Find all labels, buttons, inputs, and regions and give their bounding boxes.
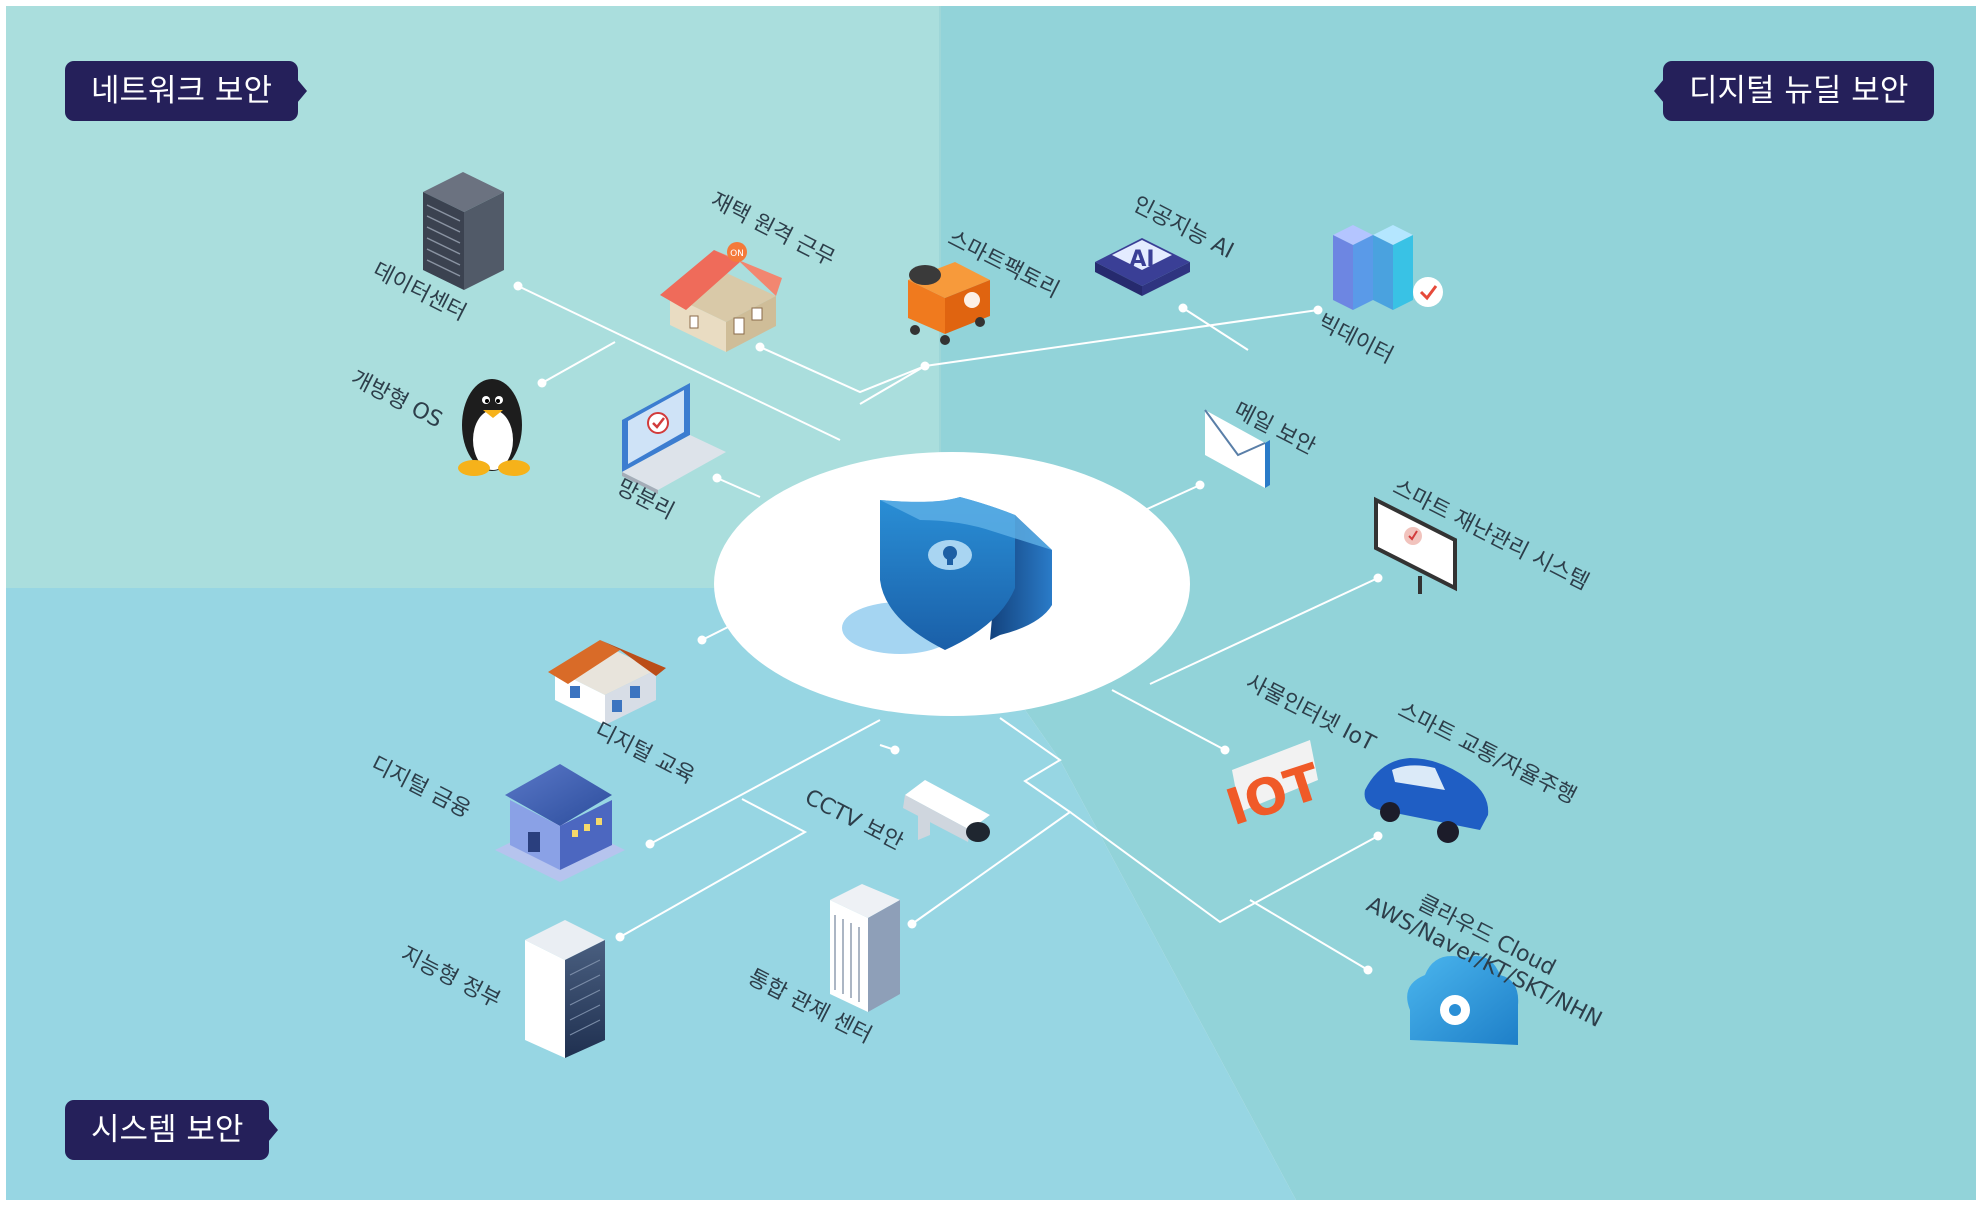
on-badge-label: ON (730, 249, 744, 259)
system-zone (6, 588, 1296, 1200)
cctv-camera-icon (903, 780, 990, 842)
system-security-badge: 시스템 보안 (65, 1100, 279, 1160)
big-data-icon (1333, 225, 1443, 310)
datacenter-icon (423, 172, 504, 290)
cloud-gear-icon (1407, 956, 1519, 1045)
control-center-tower-icon (830, 884, 900, 1012)
connector-dots (513, 281, 1383, 975)
smart-factory-robot-icon (908, 262, 990, 345)
iot-icon: IOT (1219, 740, 1328, 837)
digital-finance-bank-icon (495, 764, 625, 882)
digital-education-house-icon (548, 640, 666, 725)
smart-car-icon (1364, 758, 1489, 843)
iot-letters-label: IOT (1219, 752, 1327, 837)
shield-icon (880, 497, 1052, 650)
network-security-badge: 네트워크 보안 (65, 61, 307, 121)
ai-chip-label: AI (1129, 247, 1154, 272)
network-zone (6, 6, 940, 588)
digital-new-deal-security-badge: 디지털 뉴딜 보안 (1653, 61, 1935, 121)
connector-lines (517, 285, 1379, 971)
smart-disaster-board-icon (1374, 496, 1457, 594)
intelligent-government-building-icon (525, 920, 605, 1058)
mail-envelope-icon (1204, 409, 1270, 488)
ai-chip-icon: AI (1095, 238, 1190, 296)
digital-new-deal-zone (940, 6, 1976, 1200)
laptop-network-separation-icon (622, 383, 726, 494)
penguin-os-icon (458, 379, 530, 476)
central-security-hub (714, 452, 1190, 716)
home-remote-work-icon: ON (660, 242, 782, 352)
